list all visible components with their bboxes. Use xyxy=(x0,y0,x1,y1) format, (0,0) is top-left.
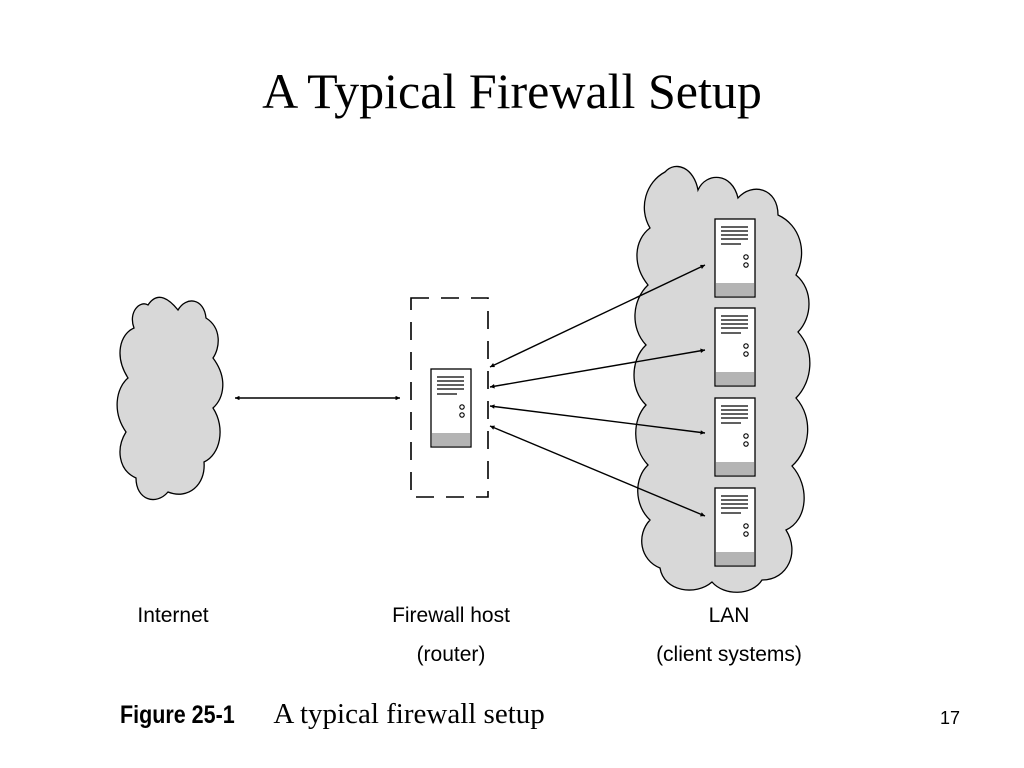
internet-cloud xyxy=(116,296,224,501)
firewall-server-icon xyxy=(430,368,472,448)
lan-client-2-icon xyxy=(714,307,756,387)
page-number: 17 xyxy=(939,708,961,728)
firewall-client-2-arrow xyxy=(489,348,706,389)
slide-title: A Typical Firewall Setup xyxy=(262,63,762,119)
internet-label: Internet xyxy=(137,604,208,627)
lan-client-3-icon xyxy=(714,397,756,477)
firewall-sublabel: (router) xyxy=(417,643,486,666)
firewall-boundary xyxy=(410,297,489,498)
lan-label: LAN xyxy=(709,604,750,627)
lan-client-1-icon xyxy=(714,218,756,298)
figure-caption: Figure 25-1 A typical firewall setup xyxy=(120,698,545,738)
lan-sublabel: (client systems) xyxy=(656,643,802,666)
lan-client-4-icon xyxy=(714,487,756,567)
firewall-client-4-arrow xyxy=(489,425,706,517)
figure-caption-text: A typical firewall setup xyxy=(273,698,545,730)
firewall-label: Firewall host xyxy=(392,604,510,627)
figure-number: Figure 25-1 xyxy=(120,701,235,729)
